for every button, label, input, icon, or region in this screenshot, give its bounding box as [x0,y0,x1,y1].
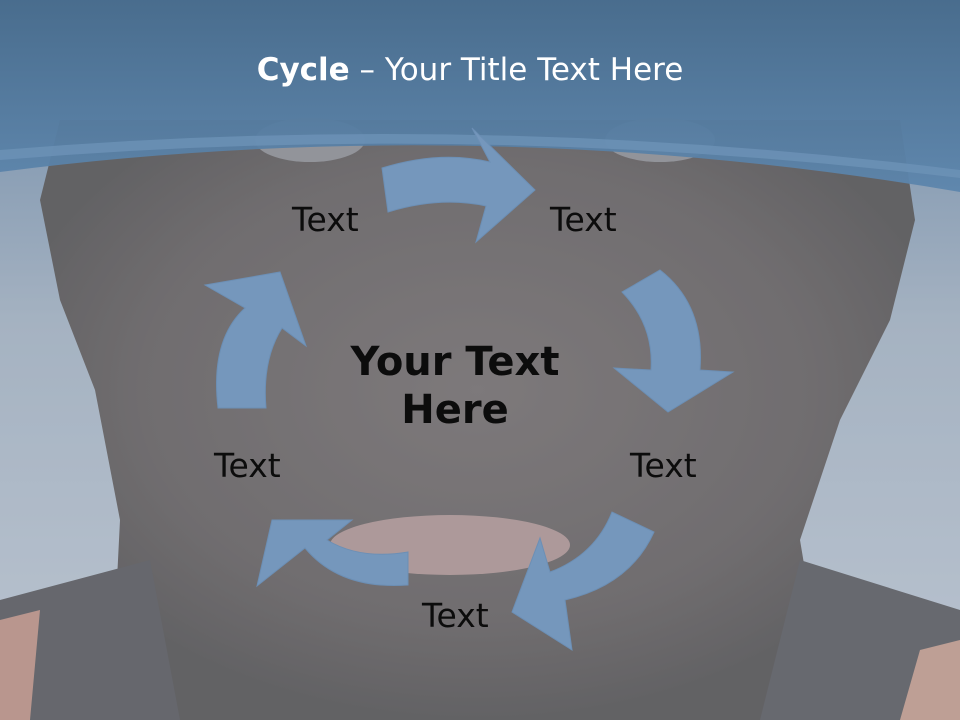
title-bold: Cycle [256,52,350,88]
title-rest: – Your Title Text Here [349,52,684,88]
curved-arrow-icon [381,127,536,244]
cycle-label-right: Text [630,446,697,485]
center-text-line1: Your Text [350,339,560,385]
center-text: Your Text Here [330,338,580,434]
cycle-label-bottom: Text [422,596,489,635]
slide-title: Cycle – Your Title Text Here [0,52,940,88]
cycle-label-left: Text [214,446,281,485]
center-text-line2: Here [401,387,509,433]
curved-arrow-icon [511,511,655,652]
cycle-label-top-left: Text [292,200,359,239]
curved-arrow-icon [612,269,735,413]
cycle-label-top-right: Text [550,200,617,239]
curved-arrow-icon [203,271,308,409]
curved-arrow-icon [256,519,409,588]
